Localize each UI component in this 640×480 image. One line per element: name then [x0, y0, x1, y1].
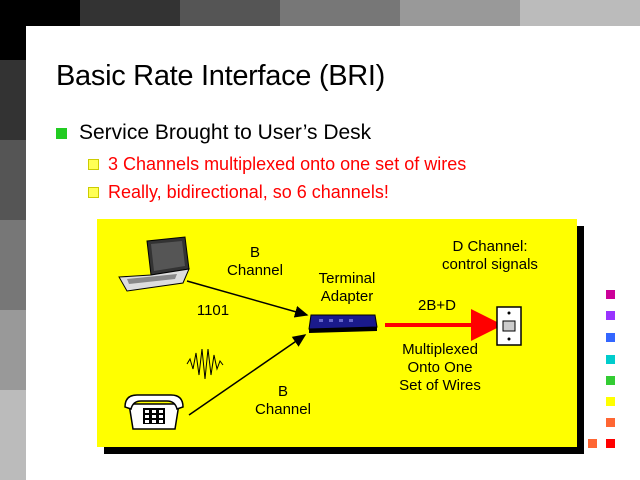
slide-title: Basic Rate Interface (BRI)	[56, 60, 386, 92]
terminal-adapter-icon	[308, 314, 378, 333]
laptop-icon	[118, 236, 190, 292]
sub-bullet-text: 3 Channels multiplexed onto one set of w…	[108, 154, 467, 174]
wall-jack-icon	[496, 306, 522, 346]
bullet-square-icon	[88, 187, 99, 198]
output-label: 2B+D	[418, 297, 456, 314]
b-channel-bottom-arrow	[188, 334, 307, 416]
b-channel-top-arrow	[186, 280, 309, 318]
bullet-square-icon	[88, 159, 99, 170]
isdn-diagram	[118, 236, 522, 430]
bullet-main: Service Brought to User’s Desk	[56, 121, 371, 145]
left-decor-band	[0, 0, 26, 480]
top-decor-band	[0, 0, 640, 26]
bullet-square-icon	[56, 127, 67, 139]
sub-bullet-2: Really, bidirectional, so 6 channels!	[88, 182, 389, 203]
telephone-icon	[124, 394, 184, 430]
bits-label: 1101	[196, 302, 230, 319]
sub-bullet-text: Really, bidirectional, so 6 channels!	[108, 182, 389, 202]
bullet-main-text: Service Brought to User’s Desk	[79, 121, 372, 144]
sub-bullet-1: 3 Channels multiplexed onto one set of w…	[88, 154, 466, 175]
analog-wave-icon	[186, 348, 224, 380]
d-channel-label: D Channel:control signals	[442, 238, 538, 273]
